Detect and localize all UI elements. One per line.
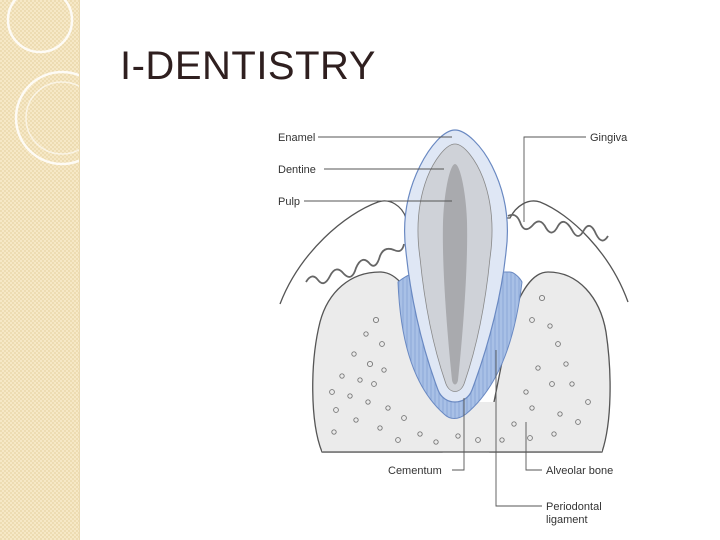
tooth-anatomy-diagram: Enamel Dentine Pulp Gingiva Cementum Alv… — [278, 129, 629, 526]
bone-porosity — [329, 294, 591, 445]
leader-lines — [304, 136, 586, 507]
gingiva-wave-left — [305, 243, 405, 285]
pulp-layer — [442, 164, 468, 385]
label-periodontal-ligament-line1: Periodontal — [546, 501, 602, 513]
gingiva-wave-right — [507, 213, 609, 242]
slide-title: I-DENTISTRY — [120, 44, 376, 88]
decorative-side-strip — [0, 0, 80, 540]
label-periodontal-ligament-line2: ligament — [546, 514, 588, 526]
label-alveolar-bone: Alveolar bone — [546, 465, 613, 477]
label-pulp: Pulp — [278, 196, 300, 208]
decorative-rings — [6, 0, 79, 166]
label-enamel: Enamel — [278, 132, 315, 144]
label-dentine: Dentine — [278, 164, 316, 176]
label-cementum: Cementum — [388, 465, 442, 477]
label-gingiva: Gingiva — [590, 132, 628, 144]
